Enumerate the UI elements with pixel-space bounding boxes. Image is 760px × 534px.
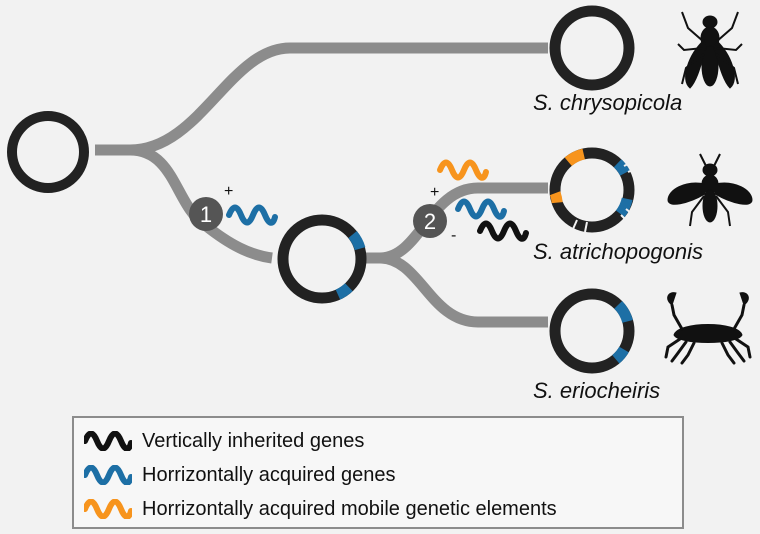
legend-label: Horrizontally acquired mobile genetic el… [142,497,557,520]
fly-icon [677,11,743,89]
species-label-chrysopicola: S. chrysopicola [533,90,682,115]
mobile-element-squiggle-icon [440,163,486,178]
gene-squiggle-icon [84,431,132,451]
legend: Vertically inherited genes Horrizontally… [72,416,684,529]
step-1-gain-sign: + [224,183,233,200]
horizontal-segment [614,300,633,324]
horizontal-segment [335,283,353,300]
genome-atrichopogonis [549,147,641,233]
gene-squiggle-icon [84,465,132,485]
horizontal-gene-squiggle-icon [229,208,275,223]
mobile-element-segment [564,148,586,167]
genome-chrysopicola [549,5,635,91]
horizontal-gene-squiggle-icon [458,202,504,217]
step-1-number: 1 [200,202,212,227]
branch-chrysopicola [95,42,548,156]
step-2-marker: 2 + - [413,163,526,244]
ancestral-genome-ring [7,111,89,193]
branch-eriocheiris [365,252,548,328]
horizontal-segment [348,230,366,251]
legend-label: Vertically inherited genes [142,429,365,452]
step-2-gain-sign: + [430,184,439,201]
branch-atrichopogonis [365,182,548,264]
horizontal-segment [613,159,630,176]
species-label-atrichopogonis: S. atrichopogonis [533,239,703,264]
species-label-eriocheiris: S. eriocheiris [533,378,660,403]
legend-item-horizontal: Horrizontally acquired genes [84,458,682,492]
legend-item-vertical: Vertically inherited genes [84,424,682,458]
branch-ancestor-to-node [95,144,273,264]
genome-eriocheiris [549,288,635,374]
horizontal-segment [612,346,629,364]
vertical-gene-squiggle-icon [480,224,526,239]
horizontal-segment [615,197,633,218]
step-2-number: 2 [424,209,436,234]
legend-label: Horrizontally acquired genes [142,463,396,486]
gene-squiggle-icon [84,499,132,519]
legend-item-mobile: Horrizontally acquired mobile genetic el… [84,492,682,526]
step-2-loss-sign: - [451,227,456,244]
fly-icon [667,153,753,227]
crab-icon [664,292,752,365]
mobile-element-segment [549,191,563,204]
intermediate-genome-ring [277,214,367,304]
step-1-marker: 1 + [189,183,275,231]
